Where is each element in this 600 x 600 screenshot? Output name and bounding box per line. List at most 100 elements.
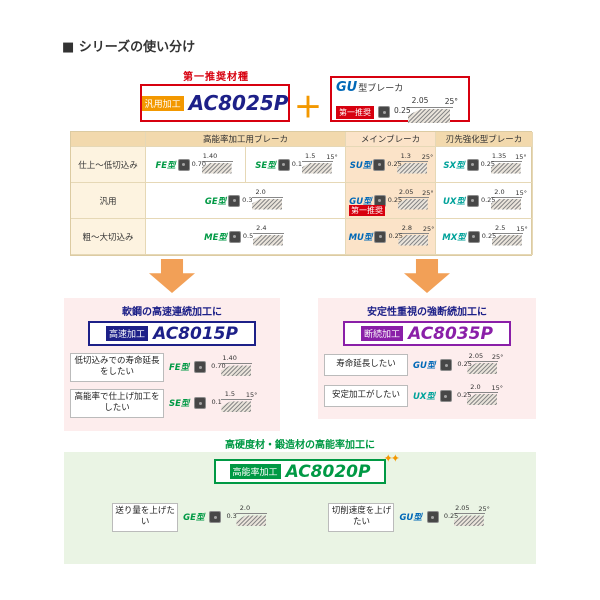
dim-width: 2.0: [239, 504, 251, 513]
cell-ux: UX型 2.0 0.25 15°: [436, 183, 533, 219]
breaker-profile-diagram: 2.0 0.3: [242, 188, 286, 213]
table-header-efficiency: 高能率加工用ブレーカ: [146, 132, 346, 147]
dim-depth: 0.70: [191, 159, 207, 168]
dim-width: 2.05: [411, 96, 429, 105]
machining-badge: 汎用加工: [141, 95, 184, 111]
profile-shape: [301, 162, 332, 174]
breaker-profile-diagram: 2.05 0.25 25°: [387, 188, 434, 213]
insert-icon: [228, 230, 241, 243]
need-text: 低切込みでの寿命延長をしたい: [70, 353, 164, 382]
dim-width: 1.40: [222, 354, 237, 363]
profile-shape: [490, 162, 521, 174]
dim-angle: 15°: [326, 152, 338, 161]
dim-depth: 0.25: [457, 360, 472, 368]
need-text: 安定加工がしたい: [324, 385, 408, 407]
grade-ac8025p: AC8025P: [188, 91, 289, 115]
breaker-su: SU型 1.3 0.25 25°: [350, 152, 434, 177]
dim-width: 1.35: [491, 151, 507, 160]
profile-shape: [221, 365, 252, 377]
profile-shape: [221, 401, 252, 413]
dim-angle: 15°: [245, 391, 258, 400]
panel-item: 安定加工がしたい UX型 2.0 0.25 15°: [324, 383, 530, 408]
dim-depth: 0.25: [394, 106, 411, 115]
main-grade-box: 汎用加工 AC8025P: [140, 84, 290, 122]
cell-su: SU型 1.3 0.25 25°: [346, 147, 436, 183]
breaker-profile-diagram: 1.5 0.1 15°: [292, 151, 338, 177]
gu-suffix-label: 型ブレーカ: [358, 84, 404, 94]
profile-shape: [201, 162, 232, 174]
insert-icon: [194, 397, 207, 410]
cell-fe: FE型 1.40 0.70: [146, 147, 246, 183]
dim-depth: 0.70: [211, 362, 226, 371]
insert-icon: [209, 511, 222, 524]
dim-angle: 15°: [515, 188, 527, 197]
panel-ac8015p: 軟鋼の高速連続加工に 高速加工 AC8015P 低切込みでの寿命延長をしたい F…: [64, 298, 280, 431]
breaker-type-label: GU型: [349, 196, 372, 207]
panel-item: 低切込みでの寿命延長をしたい FE型 1.40 0.70: [70, 353, 274, 382]
gu-type-label: GU: [336, 80, 358, 95]
table-header-edge: 刃先強化型ブレーカ: [436, 132, 533, 147]
profile-shape: [252, 198, 283, 210]
machining-badge: 高能率加工: [229, 464, 281, 479]
insert-icon: [440, 359, 453, 371]
need-text: 切削速度を上げたい: [328, 503, 395, 532]
table-header-blank: [71, 132, 146, 147]
insert-icon: [228, 194, 241, 207]
dim-width: 1.40: [202, 151, 218, 160]
breaker-profile-diagram: 2.0 0.25 15°: [456, 383, 503, 408]
dim-depth: 0.25: [443, 512, 459, 521]
gu-breaker-title: GU 型ブレーカ: [336, 80, 464, 95]
row-label-roughing: 粗〜大切込み: [71, 219, 146, 255]
profile-shape: [453, 515, 484, 527]
breaker-type-label: SE型: [169, 399, 190, 410]
dim-width: 2.5: [495, 223, 506, 232]
dim-depth: 0.1: [211, 398, 222, 407]
need-text: 寿命延長したい: [324, 354, 408, 376]
breaker-profile-diagram: 1.3 0.25 25°: [387, 152, 434, 177]
cell-se: SE型 1.5 0.1 15°: [246, 147, 346, 183]
breaker-mx: MX型 2.5 0.25 15°: [442, 223, 528, 249]
breaker-type-label: MU型: [348, 232, 373, 243]
need-text: 高能率で仕上げ加工をしたい: [70, 388, 164, 418]
insert-icon: [378, 106, 390, 118]
cell-mx: MX型 2.5 0.25 15°: [436, 219, 533, 255]
breaker-type-label: GU型: [413, 361, 436, 371]
grade-ac8015p: AC8015P: [153, 323, 238, 344]
page-title: ■ シリーズの使い分け: [62, 40, 196, 55]
profile-shape: [408, 109, 450, 123]
dim-angle: 25°: [491, 353, 504, 361]
breaker-mu: MU型 2.8 0.25 25°: [348, 223, 434, 249]
breaker-fe: FE型 1.40 0.70: [155, 151, 236, 177]
insert-icon: [466, 194, 479, 207]
dim-width: 1.5: [305, 151, 316, 160]
row-label-finishing: 仕上〜低切込み: [71, 147, 146, 183]
grade-box-ac8015p: 高速加工 AC8015P: [88, 321, 256, 346]
cell-mu: MU型 2.8 0.25 25°: [346, 219, 436, 255]
cell-me: ME型 2.4 0.5: [146, 219, 346, 255]
breaker-type-label: ME型: [204, 232, 227, 243]
dim-depth: 0.25: [388, 231, 403, 240]
dim-width: 2.05: [455, 504, 470, 513]
panel-item: 高能率で仕上げ加工をしたい SE型 1.5 0.1 15°: [70, 388, 274, 418]
dim-angle: 25°: [421, 152, 434, 161]
insert-icon: [373, 158, 386, 171]
breaker-profile-diagram: 2.05 0.25 25°: [443, 504, 490, 529]
dim-angle: 25°: [444, 97, 458, 106]
dim-depth: 0.25: [387, 195, 403, 204]
dim-angle: 25°: [478, 505, 490, 514]
panel-ac8020p: 高能率加工 AC8020P ✦✦ 送り量を上げたい GE型 2.0 0.3 切削…: [64, 452, 536, 564]
dim-depth: 0.25: [456, 391, 472, 399]
insert-icon: [277, 158, 290, 171]
breaker-se: SE型 1.5 0.1 15°: [255, 151, 338, 177]
panel-item: 切削速度を上げたい GU型 2.05 0.25 25°: [328, 503, 490, 532]
insert-icon: [467, 230, 480, 243]
breaker-profile-diagram: 2.0 0.3: [226, 504, 270, 529]
breaker-type-label: UX型: [413, 392, 435, 402]
insert-icon: [177, 158, 190, 171]
breaker-profile-diagram: 1.40 0.70: [191, 151, 236, 177]
dim-width: 2.8: [401, 223, 413, 232]
dim-depth: 0.25: [480, 159, 496, 168]
breaker-sx: SX型 1.35 0.25 15°: [443, 151, 527, 177]
insert-icon: [374, 230, 387, 243]
